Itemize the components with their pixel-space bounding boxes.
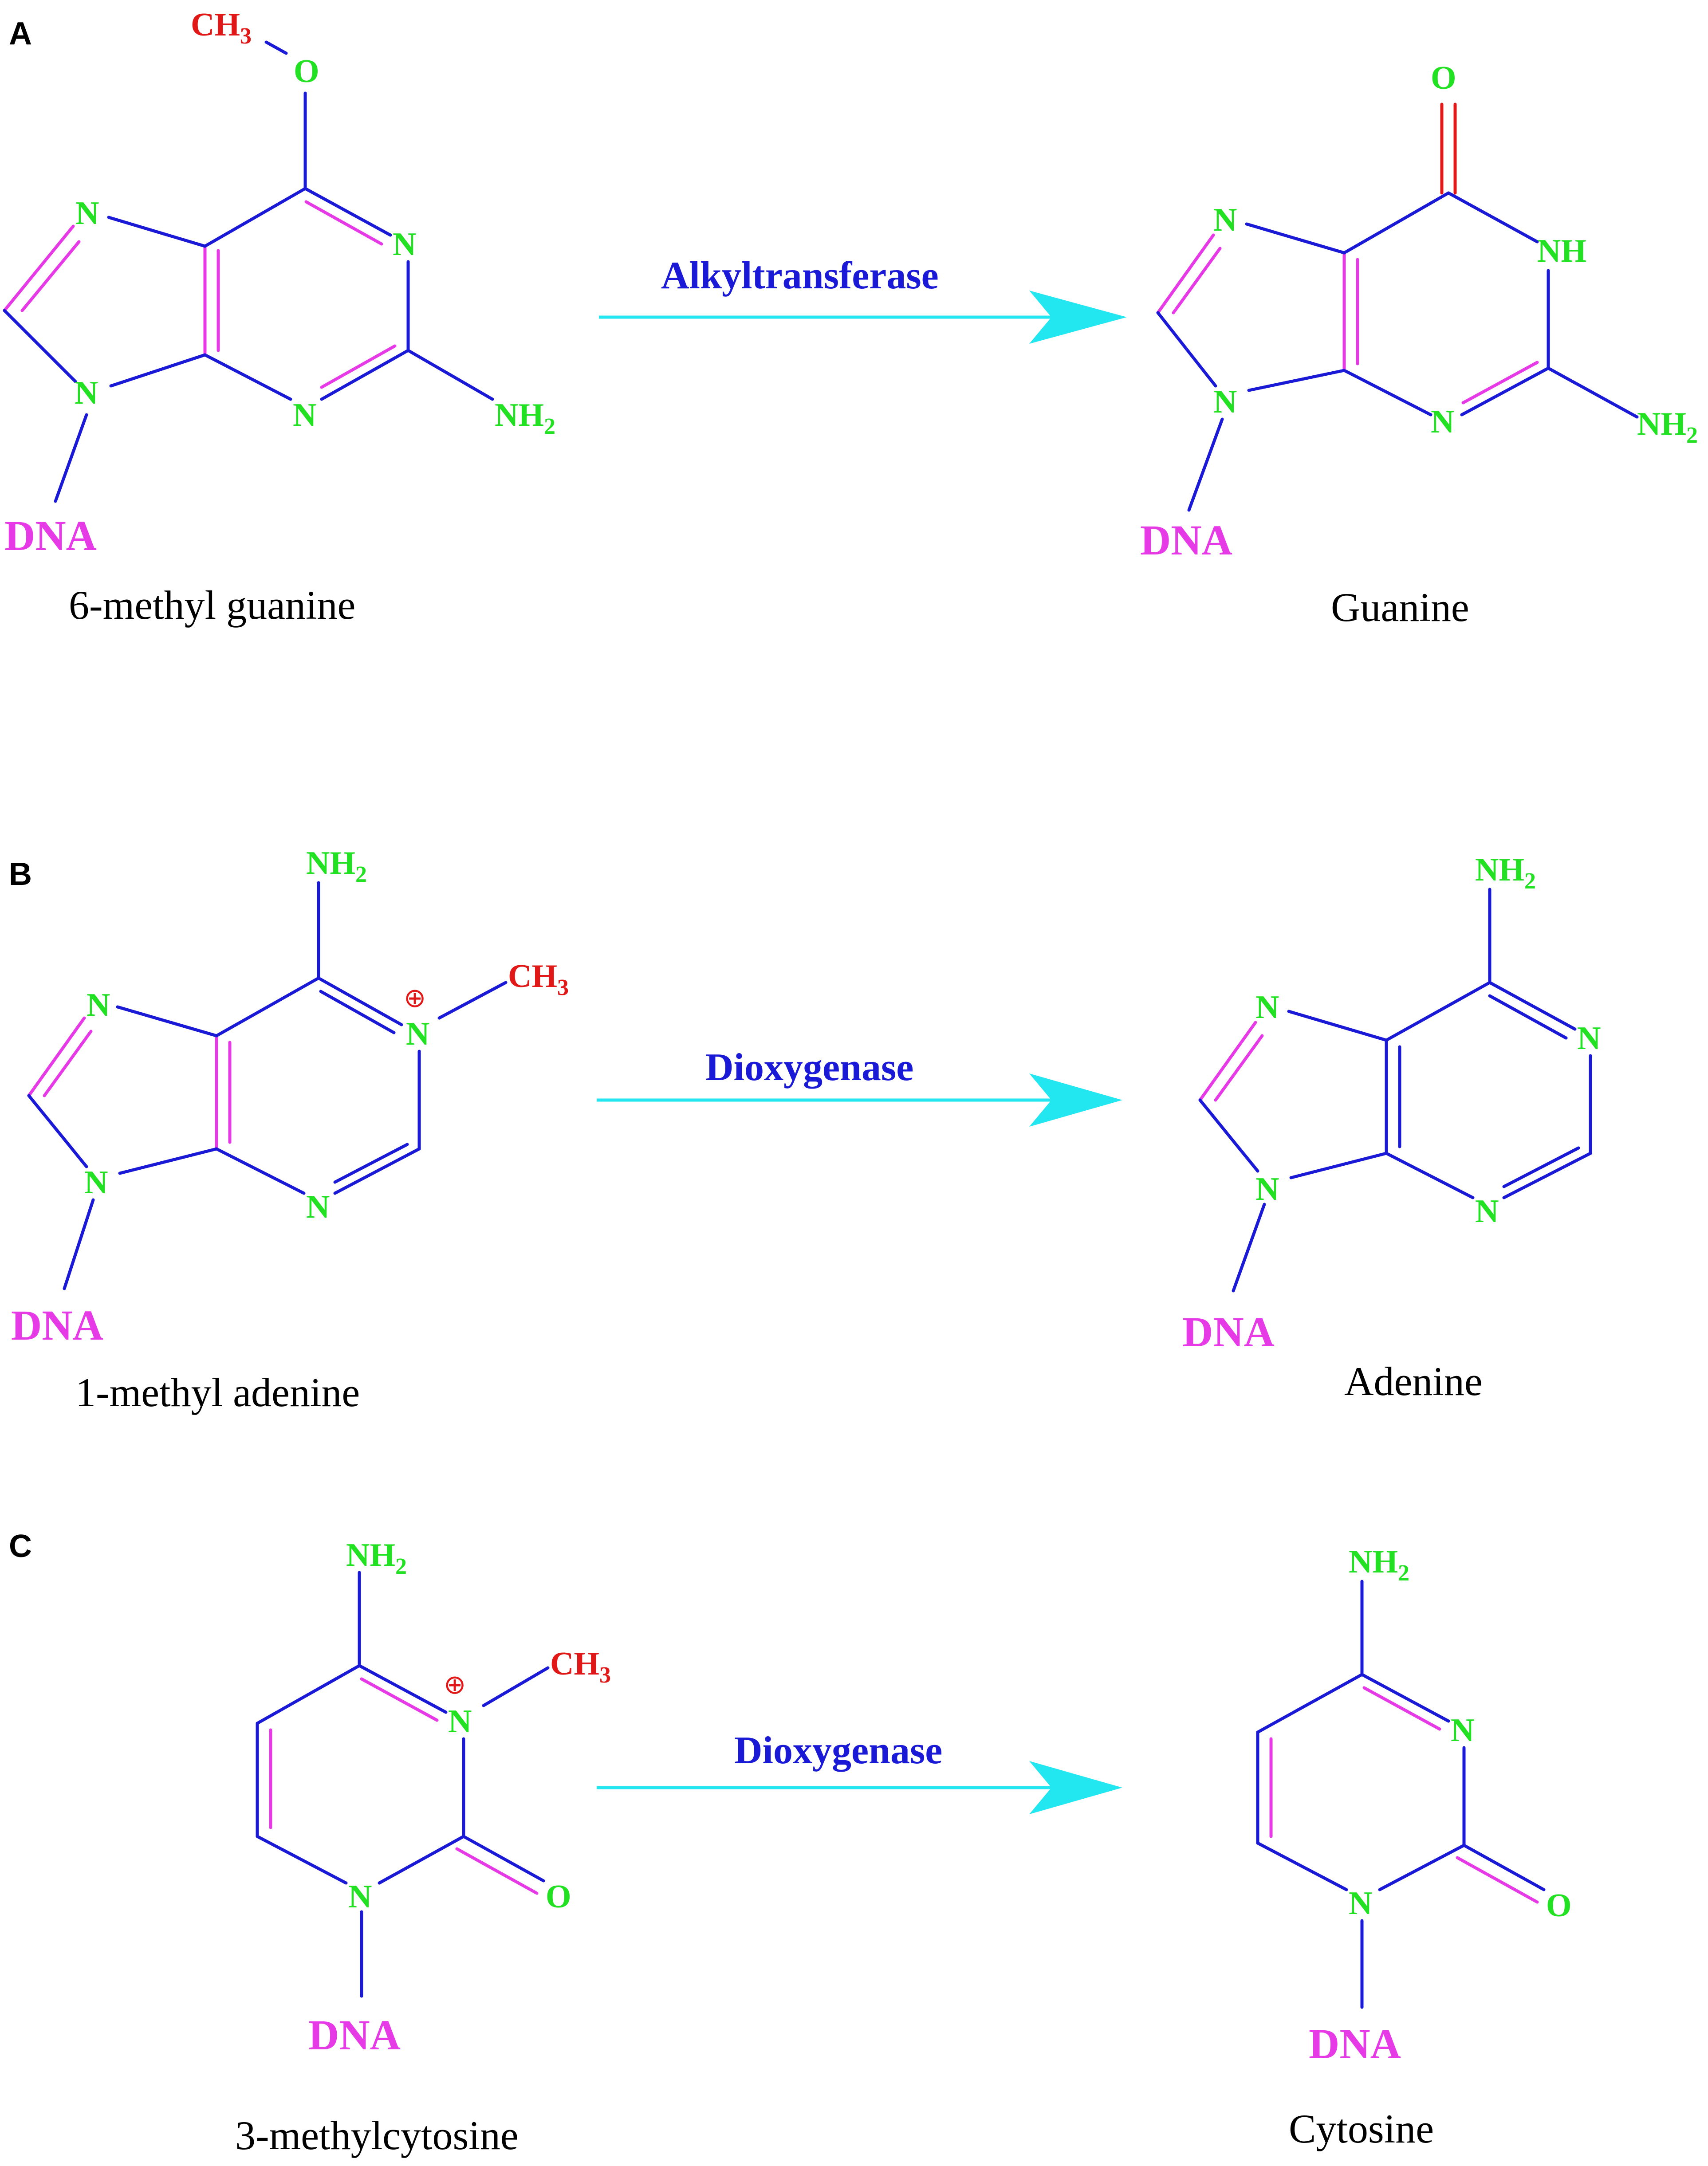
- nitrogen-label: N: [75, 195, 99, 232]
- amino-label: NH2: [495, 397, 555, 439]
- product-name-b: Adenine: [1344, 1359, 1483, 1404]
- positive-charge-icon: ⊕: [404, 983, 426, 1014]
- nitrogen-label: N: [306, 1189, 330, 1225]
- dna-label: DNA: [11, 1301, 103, 1349]
- nitrogen-label: N: [406, 1016, 429, 1052]
- reactant-b-atoms: NH2 ⊕ CH3 N N N N DNA: [11, 845, 569, 1349]
- nitrogen-label: N: [1577, 1020, 1601, 1057]
- product-name-c: Cytosine: [1289, 2106, 1434, 2151]
- panel-letter-a: A: [9, 16, 32, 51]
- product-c-bonds: [1256, 1580, 1546, 2009]
- amino-label: NH2: [346, 1537, 407, 1579]
- panel-letter-c: C: [9, 1529, 32, 1564]
- panel-c: C NH2: [9, 1529, 1572, 2158]
- oxygen-label: O: [1431, 60, 1456, 96]
- dna-label: DNA: [1309, 2020, 1401, 2068]
- nitrogen-label: N: [1451, 1712, 1474, 1749]
- reactant-name-a: 6-methyl guanine: [69, 582, 355, 628]
- dna-label: DNA: [308, 2011, 401, 2059]
- methyl-label: CH3: [550, 1646, 611, 1688]
- oxygen-label: O: [1546, 1887, 1572, 1924]
- nitrogen-label: N: [1431, 404, 1454, 440]
- arrowhead-b: [1029, 1073, 1122, 1127]
- panel-b: B: [9, 845, 1601, 1415]
- nitrogen-label: N: [1349, 1885, 1372, 1922]
- nitrogen-label: N: [87, 987, 110, 1023]
- nitrogen-label: N: [1255, 989, 1279, 1026]
- reactant-a-bonds: [3, 40, 494, 503]
- amino-label: NH2: [1475, 852, 1536, 894]
- oxygen-label: O: [546, 1879, 571, 1915]
- panel-letter-b: B: [9, 857, 32, 892]
- nitrogen-label: N: [75, 375, 98, 411]
- nitrogen-label: N: [348, 1879, 372, 1915]
- enzyme-label-b: Dioxygenase: [705, 1046, 913, 1089]
- product-a-bonds: [1156, 102, 1639, 512]
- panel-a: A: [3, 7, 1698, 630]
- positive-charge-icon: ⊕: [444, 1669, 466, 1700]
- nitrogen-label: N: [1213, 202, 1237, 238]
- reactant-c-bonds: [256, 1571, 550, 1998]
- nitrogen-label: N: [1213, 384, 1237, 420]
- amino-label: NH2: [1637, 406, 1698, 448]
- nitrogen-label: N: [393, 226, 416, 263]
- reactant-name-c: 3-methylcytosine: [235, 2113, 519, 2158]
- nitrogen-label: N: [84, 1164, 108, 1201]
- oxygen-label: O: [294, 53, 319, 90]
- reactant-b-bonds: [27, 881, 508, 1290]
- nitrogen-label: N: [1475, 1193, 1499, 1230]
- product-b-bonds: [1198, 888, 1592, 1293]
- product-c-atoms: NH2 N O N DNA: [1309, 1544, 1572, 2068]
- arrowhead-c: [1029, 1761, 1122, 1814]
- enzyme-label-c: Dioxygenase: [734, 1729, 942, 1772]
- methyl-label: CH3: [191, 7, 252, 49]
- nitrogen-label: N: [448, 1703, 472, 1740]
- product-name-a: Guanine: [1331, 585, 1469, 630]
- enzyme-label-a: Alkyltransferase: [661, 254, 939, 297]
- product-b-atoms: NH2 N N N N DNA: [1182, 852, 1601, 1356]
- dna-label: DNA: [4, 512, 97, 559]
- methyl-label: CH3: [508, 958, 569, 1000]
- reactant-c-atoms: NH2 ⊕ CH3 N O N DNA: [308, 1537, 611, 2059]
- arrowhead-a: [1029, 291, 1127, 344]
- dna-label: DNA: [1182, 1308, 1275, 1356]
- dna-label: DNA: [1140, 516, 1232, 564]
- reactant-name-b: 1-methyl adenine: [75, 1370, 360, 1415]
- product-a-atoms: O NH N N N NH2 DNA: [1140, 60, 1698, 564]
- reactant-a-atoms: CH3 O N N N N NH2 DNA: [4, 7, 555, 559]
- amino-label: NH2: [306, 845, 367, 887]
- nitrogen-label: N: [293, 397, 316, 433]
- imino-label: NH: [1537, 233, 1586, 269]
- amino-label: NH2: [1349, 1544, 1409, 1586]
- nitrogen-label: N: [1255, 1171, 1279, 1207]
